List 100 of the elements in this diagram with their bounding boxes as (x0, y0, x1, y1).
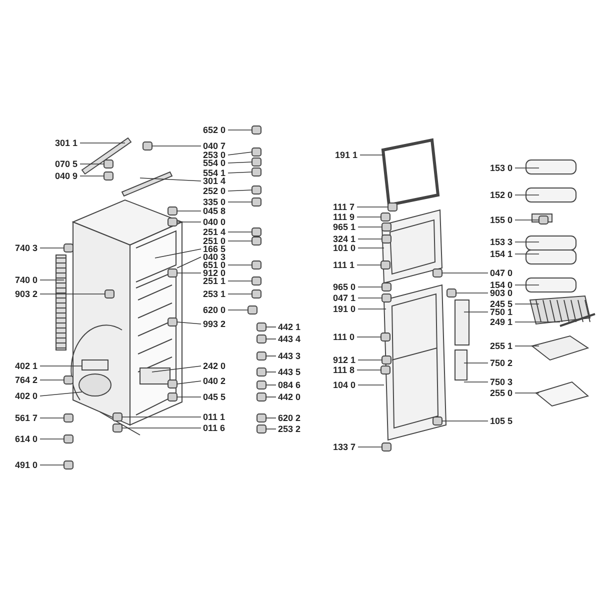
leader-line (176, 272, 202, 274)
callout-number: 253 0 (203, 151, 226, 159)
callout-number: 084 6 (278, 381, 301, 389)
callout-number: 402 0 (15, 392, 38, 400)
callout-number: 561 7 (15, 414, 38, 422)
leader-line (228, 240, 252, 242)
callout-number: 251 1 (203, 277, 226, 285)
leader-line (356, 206, 388, 208)
leader-line (266, 326, 276, 328)
callout-number: 251 4 (203, 228, 226, 236)
leader-line (228, 190, 252, 192)
callout-number: 040 3 (203, 253, 226, 261)
leader-line (228, 280, 252, 282)
callout-number: 111 7 (333, 203, 355, 211)
leader-line (356, 336, 382, 338)
leader-line (358, 286, 382, 288)
leader-line (356, 264, 382, 266)
leader-line (358, 384, 384, 386)
callout-number: 652 0 (203, 126, 226, 134)
callout-number: 153 0 (490, 164, 513, 172)
callout-number: 040 9 (55, 172, 78, 180)
leader-line (40, 392, 82, 396)
callout-number: 047 0 (490, 269, 513, 277)
callout-number: 335 0 (203, 198, 226, 206)
callout-number: 443 3 (278, 352, 301, 360)
leader-line (176, 380, 202, 384)
callout-number: 040 0 (203, 218, 226, 226)
callout-number: 011 6 (203, 424, 226, 432)
callout-number: 554 1 (203, 169, 226, 177)
leader-line (442, 272, 488, 274)
callout-number: 301 1 (55, 139, 78, 147)
callout-number: 750 2 (490, 359, 513, 367)
leader-line (266, 428, 276, 430)
leader-line (80, 142, 126, 144)
callout-number: 101 0 (333, 244, 356, 252)
leader-line (154, 248, 202, 258)
leader-line (40, 464, 64, 466)
callout-number: 740 0 (15, 276, 38, 284)
leader-line (40, 438, 64, 440)
callout-number: 614 0 (15, 435, 38, 443)
leader-line (514, 194, 540, 196)
callout-number: 252 0 (203, 187, 226, 195)
leader-line (464, 362, 488, 364)
callout-number: 255 1 (490, 342, 513, 350)
leader-line (358, 226, 382, 228)
leader-line (228, 162, 252, 164)
leader-line (266, 338, 276, 340)
leader-line (266, 396, 276, 398)
callout-number: 965 1 (333, 223, 356, 231)
callout-number: 105 5 (490, 417, 513, 425)
leader-line (140, 178, 202, 182)
callout-number: 764 2 (15, 376, 38, 384)
leader-line (152, 366, 202, 372)
leader-line (176, 322, 202, 324)
callout-number: 903 0 (490, 289, 513, 297)
callout-number: 750 1 (490, 308, 513, 316)
callout-number: 324 1 (333, 235, 356, 243)
callout-number: 045 5 (203, 393, 226, 401)
leader-line (358, 446, 382, 448)
leader-line (360, 154, 384, 156)
callout-number: 255 0 (490, 389, 513, 397)
callout-number: 251 0 (203, 237, 226, 245)
callout-number: 111 1 (333, 261, 355, 269)
callout-number: 402 1 (15, 362, 38, 370)
callout-number: 166 5 (203, 245, 226, 253)
callout-number: 620 2 (278, 414, 301, 422)
callout-number: 912 1 (333, 356, 356, 364)
callout-number: 903 2 (15, 290, 38, 298)
leader-line (176, 256, 202, 268)
callout-number: 154 1 (490, 250, 513, 258)
callout-number: 191 0 (333, 305, 356, 313)
callout-number: 965 0 (333, 283, 356, 291)
callout-number: 740 3 (15, 244, 38, 252)
callout-number: 253 2 (278, 425, 301, 433)
callout-number: 443 4 (278, 335, 301, 343)
callout-number: 152 0 (490, 191, 513, 199)
callout-number: 651 0 (203, 261, 226, 269)
callout-number: 045 8 (203, 207, 226, 215)
leader-line (122, 416, 202, 418)
leader-line (358, 308, 386, 310)
callout-number: 191 1 (335, 151, 358, 159)
callout-number: 040 2 (203, 377, 226, 385)
callout-number: 554 0 (203, 159, 226, 167)
callout-number: 154 0 (490, 281, 513, 289)
callout-number: 070 5 (55, 160, 78, 168)
leader-line (514, 392, 540, 394)
leader-line (228, 172, 252, 174)
callout-number: 011 1 (203, 413, 226, 421)
leader-line (442, 420, 488, 422)
callout-number: 253 1 (203, 290, 226, 298)
callout-number: 750 3 (490, 378, 513, 386)
callout-number: 620 0 (203, 306, 226, 314)
callout-number: 111 8 (333, 366, 355, 374)
leader-line (266, 384, 276, 386)
callout-number: 047 1 (333, 294, 356, 302)
leader-line (228, 152, 252, 156)
callout-number: 111 9 (333, 213, 355, 221)
callout-number: 133 7 (333, 443, 356, 451)
callout-number: 442 0 (278, 393, 301, 401)
callout-number: 491 0 (15, 461, 38, 469)
